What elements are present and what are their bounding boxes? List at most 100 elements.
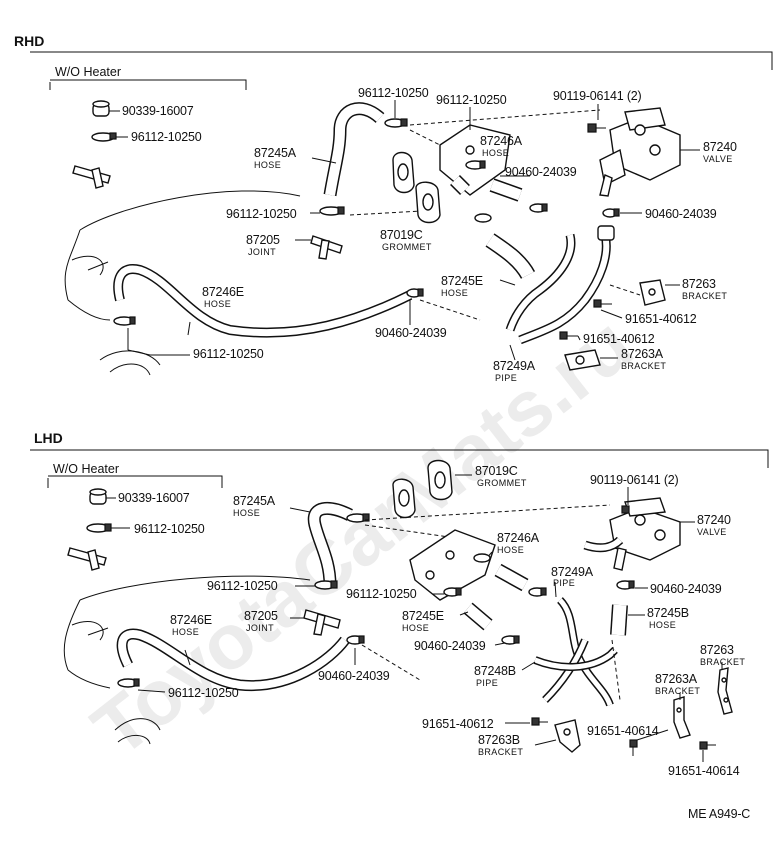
rhd-label-clamp-mid: 96112-10250 (226, 207, 297, 221)
rhd-label-clamp-low: 96112-10250 (193, 347, 264, 361)
lhd-valve-bolt-icon (621, 505, 630, 514)
rhd-tee-joint-icon (72, 165, 111, 189)
rhd-bracket-87263a-icon (564, 349, 601, 371)
rhd-label-pipe-sub: PIPE (495, 373, 517, 383)
lhd-label-bracket-b-no: 87263B (478, 733, 520, 747)
lhd-bolt1-icon (531, 717, 548, 726)
lhd-label-bracket-a-sub: BRACKET (655, 686, 700, 696)
rhd-label-hose-246a-sub: HOSE (482, 148, 509, 158)
rhd-wo-heater-label: W/O Heater (55, 65, 121, 79)
rhd-label-clip2: 90460-24039 (645, 207, 717, 221)
rhd-label-joint-no: 87205 (246, 233, 280, 247)
rhd-clamp-mid-icon (319, 206, 345, 216)
lhd-section-bracket (30, 449, 769, 468)
rhd-label-bracket-no: 87263 (682, 277, 716, 291)
rhd-section-bracket (30, 51, 773, 70)
rhd-label-hose-a-sub: HOSE (254, 160, 281, 170)
rhd-title: RHD (14, 33, 44, 49)
rhd-clip3-icon (406, 288, 424, 298)
rhd-label-bracket-sub: BRACKET (682, 291, 727, 301)
rhd-label-bolt2: 91651-40612 (583, 332, 655, 346)
rhd-clamp-low-icon (113, 316, 136, 326)
rhd-label-clamp-a: 96112-10250 (131, 130, 202, 144)
lhd-label-joint-sub: JOINT (246, 623, 274, 633)
lhd-label-90339: 90339-16007 (118, 491, 190, 505)
rhd-label-hose-246e-no: 87246E (202, 285, 244, 299)
lhd-label-hose-246a-no: 87246A (497, 531, 540, 545)
lhd-section: LHD W/O Heater 90339-16007 96112-10250 8… (30, 430, 769, 778)
rhd-label-clip1: 90460-24039 (505, 165, 577, 179)
lhd-label-bracket-b-sub: BRACKET (478, 747, 523, 757)
rhd-wo-heater-bracket (49, 79, 247, 90)
lhd-clip3-icon (501, 635, 520, 645)
rhd-bolt1-icon (593, 299, 612, 308)
lhd-clip1-icon (616, 580, 635, 590)
lhd-engine-port (71, 620, 109, 641)
rhd-label-grommet-sub: GROMMET (382, 242, 432, 252)
lhd-mount-plate (409, 529, 496, 601)
lhd-bracket-87263a-icon (673, 696, 691, 739)
lhd-label-bracket-sub: BRACKET (700, 657, 745, 667)
rhd-joint-87205-icon (310, 235, 343, 260)
lhd-label-hose-246e-sub: HOSE (172, 627, 199, 637)
lhd-label-clamp-a: 96112-10250 (134, 522, 205, 536)
rhd-clamp-top2-icon (465, 160, 486, 170)
lhd-label-hose-e-no: 87245E (402, 609, 444, 623)
lhd-clamp-low-icon (117, 678, 140, 688)
rhd-label-clamp-top1: 96112-10250 (358, 86, 429, 100)
lhd-label-pipe-b-no: 87248B (474, 664, 516, 678)
lhd-clamp-mid2-icon (443, 587, 462, 597)
lhd-valve-icon (583, 497, 681, 571)
rhd-label-hose-e-no: 87245E (441, 274, 483, 288)
lhd-plug-icon (89, 488, 107, 505)
lhd-label-bolt3: 91651-40614 (668, 764, 740, 778)
lhd-wo-heater-bracket (47, 475, 223, 488)
rhd-plug-icon (92, 100, 110, 117)
lhd-label-hose-b-no: 87245B (647, 606, 689, 620)
lhd-clamp-mid-icon (314, 580, 338, 590)
rhd-label-bracket-a-no: 87263A (621, 347, 664, 361)
lhd-label-hose-e-sub: HOSE (402, 623, 429, 633)
lhd-label-clip2: 90460-24039 (318, 669, 390, 683)
lhd-label-pipe-b-sub: PIPE (476, 678, 498, 688)
lhd-label-hose-a-no: 87245A (233, 494, 276, 508)
lhd-label-bolt2: 91651-40614 (587, 724, 659, 738)
lhd-label-bolt-valve: 90119-06141 (2) (590, 473, 679, 487)
lhd-label-clamp-mid2: 96112-10250 (346, 587, 417, 601)
rhd-label-hose-a-no: 87245A (254, 146, 297, 160)
rhd-dashed-link-1 (409, 109, 601, 146)
lhd-bracket-87263b-icon (554, 719, 581, 753)
lhd-label-grommet-no: 87019C (475, 464, 518, 478)
lhd-label-hose-b-sub: HOSE (649, 620, 676, 630)
lhd-engine-outline (63, 575, 311, 689)
rhd-engine-port (71, 255, 109, 276)
rhd-valve-icon (599, 107, 681, 197)
rhd-clamp-top1-icon (384, 118, 408, 128)
rhd-label-grommet-no: 87019C (380, 228, 423, 242)
rhd-engine-outline (64, 190, 301, 321)
rhd-label-hose-e-sub: HOSE (441, 288, 468, 298)
lhd-label-bracket-a-no: 87263A (655, 672, 698, 686)
lhd-label-joint-no: 87205 (244, 609, 278, 623)
rhd-dashed-link-2 (349, 209, 441, 216)
lhd-label-hose-246a-sub: HOSE (497, 545, 524, 555)
rhd-grommet-icon (392, 151, 441, 224)
lhd-label-bracket-no: 87263 (700, 643, 734, 657)
rhd-label-clamp-top2: 96112-10250 (436, 93, 507, 107)
lhd-label-clamp-mid: 96112-10250 (207, 579, 278, 593)
rhd-label-joint-sub: JOINT (248, 247, 276, 257)
lhd-tee-joint-icon (67, 547, 107, 571)
lhd-label-valve-sub: VALVE (697, 527, 727, 537)
lhd-dashed-link-2 (364, 504, 611, 541)
lhd-label-hose-246e-no: 87246E (170, 613, 212, 627)
lhd-label-clip3: 90460-24039 (414, 639, 486, 653)
lhd-grommet-icon (392, 459, 453, 519)
lhd-clamp-top-icon (346, 513, 370, 523)
rhd-clip2-icon (602, 208, 620, 218)
rhd-label-bolt1: 91651-40612 (625, 312, 697, 326)
rhd-bracket-87263-icon (639, 279, 666, 306)
lhd-bracket-87263-icon (717, 667, 733, 715)
lhd-label-grommet-sub: GROMMET (477, 478, 527, 488)
rhd-label-clip3: 90460-24039 (375, 326, 447, 340)
